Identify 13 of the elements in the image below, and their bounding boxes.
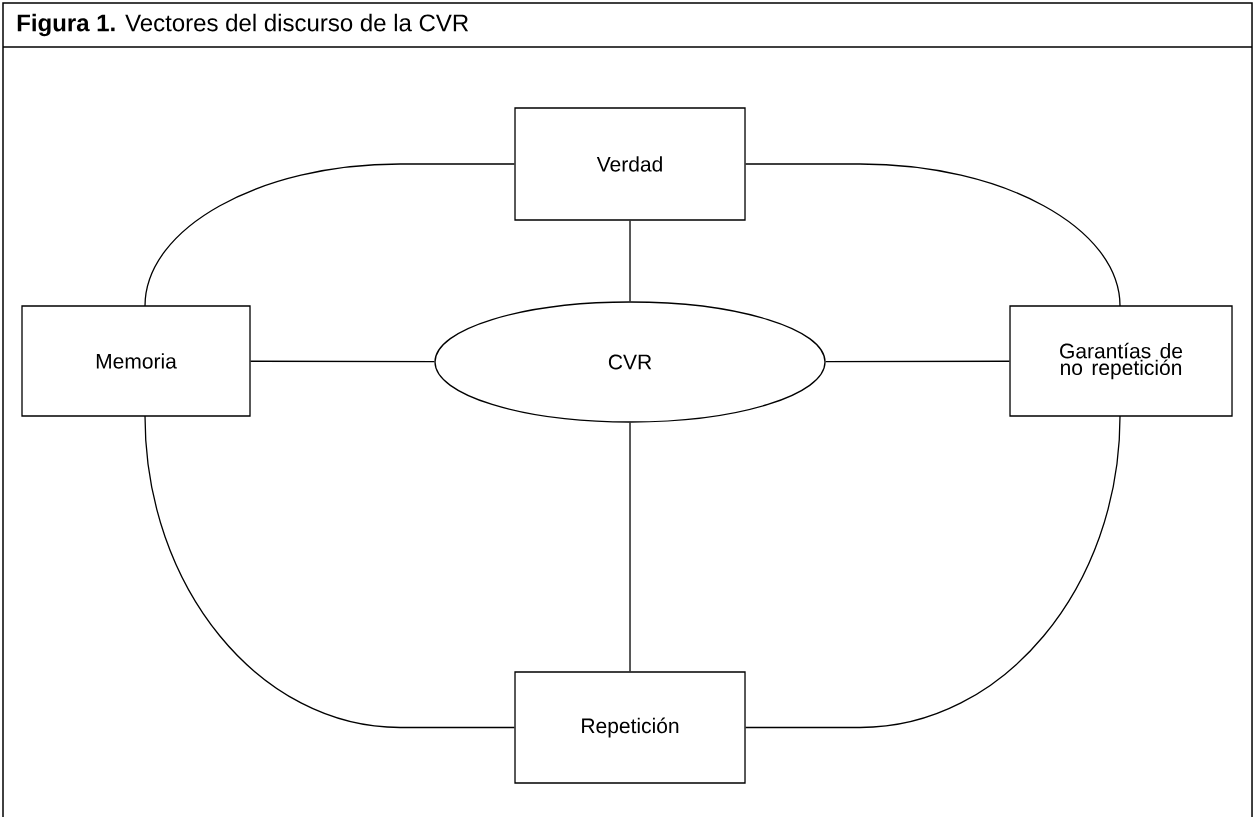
process-box: Repetición — [514, 671, 746, 784]
connector-line — [825, 360, 1010, 363]
process-box: Memoria — [21, 305, 251, 417]
connector-line — [144, 163, 515, 307]
connector-line — [629, 422, 631, 672]
process-box: Garantías de no repetición — [1009, 305, 1233, 417]
connector-line — [629, 220, 631, 302]
process-box: Verdad — [514, 107, 746, 221]
connector-line — [745, 415, 1121, 729]
connector-line — [745, 163, 1121, 307]
connector-line — [250, 360, 435, 363]
connector-line — [144, 415, 515, 729]
figure-title: Figura 1. Vectores del discurso de la CVR — [17, 13, 469, 37]
